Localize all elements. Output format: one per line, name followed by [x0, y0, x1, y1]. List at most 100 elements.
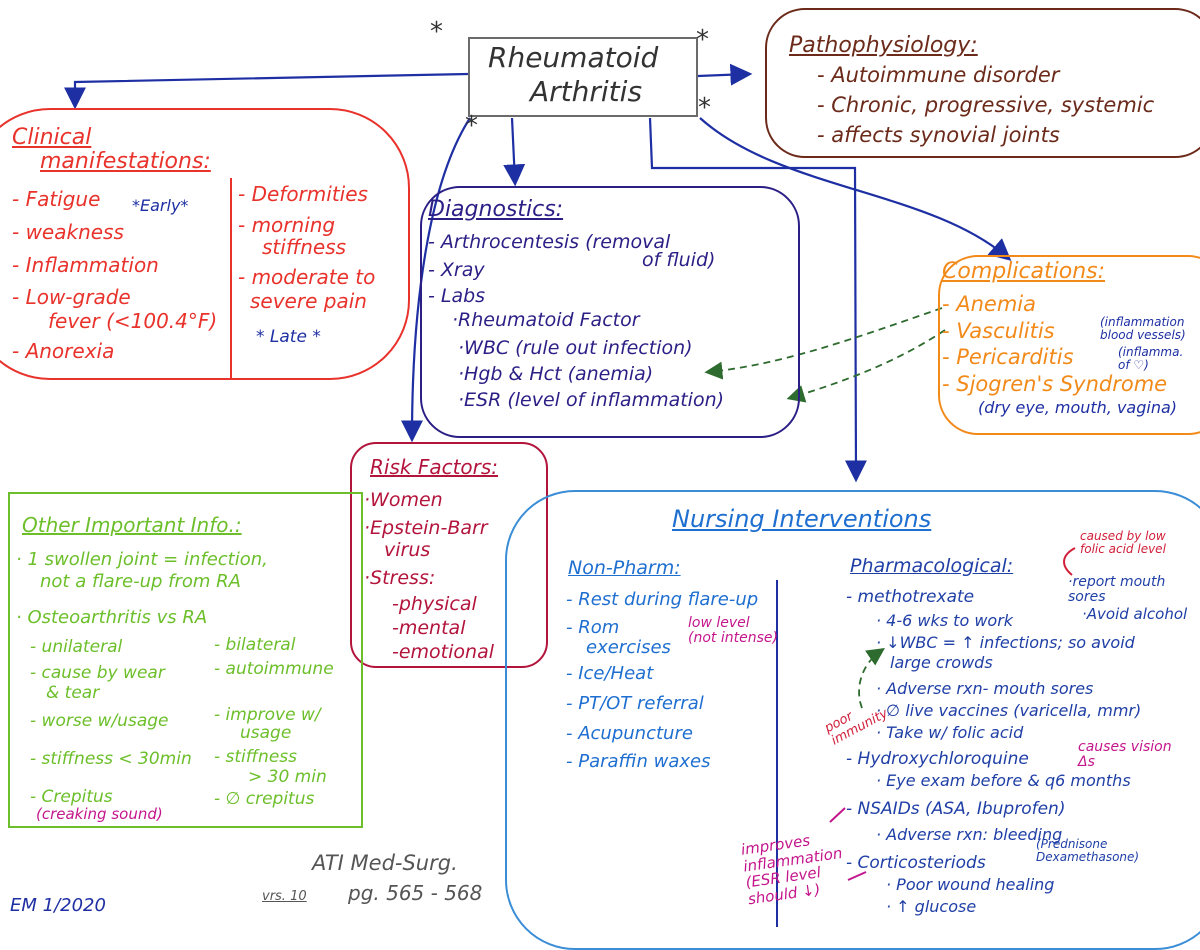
nonpharm-4: - Ice/Heat [566, 663, 654, 684]
clinical-right-2: - morning [238, 213, 336, 237]
star-3: * [465, 111, 478, 141]
nursing-heading: Nursing Interventions [672, 505, 932, 533]
complications-box [938, 255, 1200, 435]
risk-heading: Risk Factors: [370, 455, 499, 479]
other-b1b: not a flare-up from RA [40, 571, 241, 592]
clinical-right-5: severe pain [250, 289, 367, 313]
other-left-5: - stiffness < 30min [30, 749, 192, 769]
risk-item-2: ·Epstein-Barr [364, 517, 488, 539]
nonpharm-2: - Rom [566, 617, 620, 638]
risk-item-1: ·Women [364, 489, 443, 511]
risk-item-3: virus [384, 539, 431, 561]
annot-caused-by: caused by low folic acid level [1080, 529, 1166, 557]
footer-vrs: vrs. 10 [262, 889, 307, 904]
risk-item-5: -physical [392, 593, 477, 615]
clinical-left-1: - Fatigue [12, 187, 101, 211]
pharm-4: large crowds [890, 653, 993, 672]
other-b2: · Osteoarthritis vs RA [16, 607, 208, 628]
title-line1: Rheumatoid [488, 41, 659, 74]
clinical-left-4: - Low-grade [12, 285, 131, 309]
clinical-divider [230, 178, 232, 378]
other-heading: Other Important Info.: [22, 513, 242, 537]
clinical-left-6: - Anorexia [12, 339, 115, 363]
arrow-caused-by [1063, 547, 1076, 576]
other-right-3: - improve w/ [214, 705, 321, 725]
patho-item-3: - affects synovial joints [817, 123, 1060, 147]
clinical-right-3: stiffness [262, 235, 347, 259]
nonpharm-5: - PT/OT referral [566, 693, 704, 714]
comp-sjogren-note: (dry eye, mouth, vagina) [978, 398, 1178, 417]
arrow-to-nursing [648, 117, 867, 483]
comp-item-2: - Vasculitis [942, 319, 1055, 343]
diagnostics-heading: Diagnostics: [428, 197, 564, 222]
diagnostics-box [420, 186, 800, 438]
diag-labs: - Labs [428, 285, 486, 307]
clinical-early: *Early* [132, 196, 189, 215]
pharm-12: - Corticosteriods [846, 853, 986, 873]
risk-item-4: ·Stress: [364, 567, 436, 589]
pharm-report: ·report mouth sores [1068, 574, 1166, 606]
diag-lab-4: ·ESR (level of inflammation) [458, 389, 725, 411]
nonpharm-low-level: low level (not intense) [688, 615, 778, 647]
pharm-11: · Adverse rxn: bleeding [876, 825, 1063, 844]
nonpharm-3: exercises [586, 637, 671, 658]
patho-heading: Pathophysiology: [789, 33, 978, 58]
pharm-3: · ↓WBC = ↑ infections; so avoid [876, 633, 1135, 652]
patho-item-1: - Autoimmune disorder [817, 63, 1060, 87]
footer-pages: pg. 565 - 568 [348, 881, 483, 905]
arrow-to-risk [401, 117, 471, 443]
pharm-1: - methotrexate [846, 587, 975, 607]
nonpharm-heading: Non-Pharm: [568, 557, 681, 579]
pharm-8: - Hydroxychloroquine [846, 749, 1029, 769]
clinical-left-3: - Inflammation [12, 253, 159, 277]
clinical-heading-2: manifestations: [40, 149, 211, 174]
title-box: Rheumatoid Arthritis [468, 37, 698, 117]
annot-causes-vision: causes vision Δs [1078, 739, 1172, 771]
patho-box: Pathophysiology: - Autoimmune disorder -… [765, 8, 1200, 158]
other-left-2: - cause by wear [30, 663, 165, 683]
other-right-2: - autoimmune [214, 659, 334, 679]
other-left-4: - worse w/usage [30, 711, 169, 731]
footer-sign: EM 1/2020 [10, 895, 106, 916]
other-right-1: - bilateral [214, 635, 296, 655]
diag-arthro: - Arthrocentesis (removal [428, 231, 671, 253]
comp-item-4: - Sjogren's Syndrome [942, 372, 1168, 396]
nonpharm-6: - Acupuncture [566, 723, 693, 744]
other-right-4: usage [240, 723, 292, 743]
diag-arthro-2: of fluid) [642, 249, 716, 271]
other-b1a: · 1 swollen joint = infection, [16, 549, 268, 570]
other-left-6: - Crepitus [30, 787, 113, 807]
star-1: * [430, 17, 443, 47]
other-box [8, 492, 363, 828]
pharm-avoid-alcohol: ·Avoid alcohol [1082, 605, 1188, 623]
clinical-right-1: - Deformities [238, 182, 368, 206]
arrow-to-patho [697, 63, 753, 86]
other-right-7: - ∅ crepitus [214, 789, 315, 809]
pharm-heading: Pharmacological: [850, 555, 1014, 577]
risk-item-6: -mental [392, 617, 466, 639]
comp-item-3: - Pericarditis [942, 345, 1074, 369]
star-4: * [698, 93, 711, 123]
arrow-to-clinical [64, 72, 469, 110]
comp-vasc-note: (inflammation blood vessels) [1100, 315, 1186, 343]
clinical-late: * Late * [256, 327, 321, 347]
dash-anemia-to-hgb [704, 307, 943, 380]
other-right-6: > 30 min [248, 767, 327, 787]
footer-ati: ATI Med-Surg. [312, 851, 458, 875]
pharm-10: - NSAIDs (ASA, Ibuprofen) [846, 799, 1066, 819]
diag-lab-3: ·Hgb & Hct (anemia) [458, 363, 654, 385]
pharm-2: · 4-6 wks to work [876, 611, 1014, 630]
dash-vasc-to-esr [786, 329, 946, 403]
pharm-cortico-note: (Prednisone Dexamethasone) [1036, 837, 1140, 865]
other-right-5: - stiffness [214, 747, 297, 767]
pharm-5: · Adverse rxn- mouth sores [876, 679, 1094, 698]
arrow-improves-cortico [847, 871, 867, 881]
risk-item-7: -emotional [392, 641, 494, 663]
nonpharm-1: - Rest during flare-up [566, 589, 759, 610]
clinical-left-5: fever (<100.4°F) [48, 309, 218, 333]
nonpharm-7: - Paraffin waxes [566, 751, 711, 772]
comp-peri-note: (inflamma. of ♡) [1118, 345, 1184, 373]
clinical-box [0, 108, 410, 380]
patho-item-2: - Chronic, progressive, systemic [817, 93, 1155, 117]
arrow-to-diagnostics [503, 117, 526, 187]
